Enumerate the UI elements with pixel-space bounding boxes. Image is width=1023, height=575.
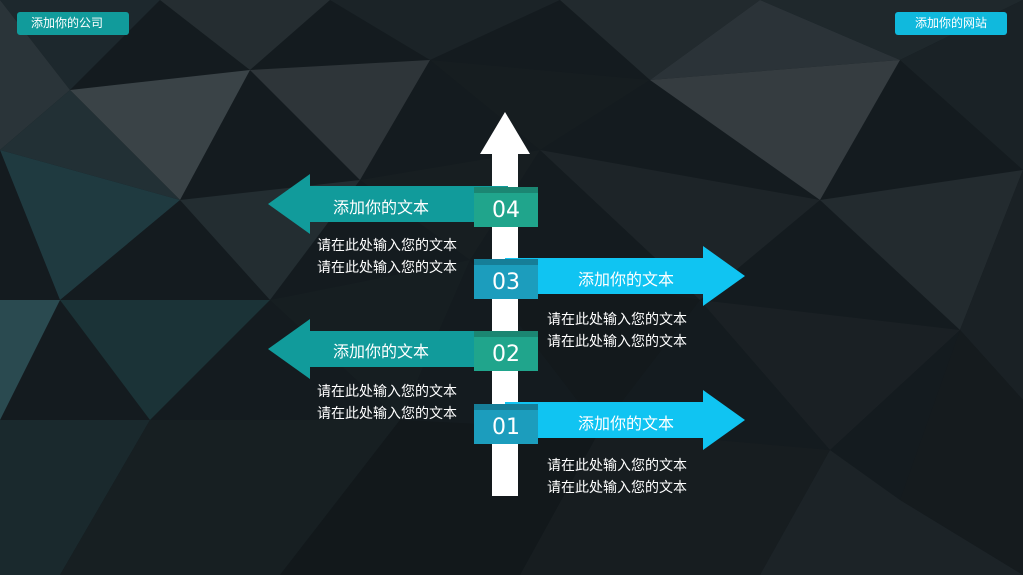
step-03-desc-line-1: 请在此处输入您的文本	[547, 312, 687, 328]
step-01-number-tab	[474, 404, 538, 410]
step-04-desc-line-2: 请在此处输入您的文本	[317, 260, 457, 276]
step-02-title: 添加你的文本	[333, 342, 430, 361]
company-name-tag[interactable]: 添加你的公司	[17, 12, 129, 35]
step-01-arrow	[505, 390, 745, 450]
step-04-number-tab	[474, 187, 538, 193]
step-04-number: 04	[474, 193, 538, 227]
step-03-number-tab	[474, 259, 538, 265]
step-03-desc-line-2: 请在此处输入您的文本	[547, 334, 687, 350]
step-03-number: 03	[474, 265, 538, 299]
step-03-title: 添加你的文本	[578, 270, 675, 289]
step-01-title: 添加你的文本	[578, 414, 675, 433]
step-01-desc-line-2: 请在此处输入您的文本	[547, 480, 687, 496]
step-04-title: 添加你的文本	[333, 198, 430, 217]
step-01-number: 01	[474, 410, 538, 444]
step-02-number: 02	[474, 337, 538, 371]
step-02-number-tab	[474, 331, 538, 337]
step-04-desc-line-1: 请在此处输入您的文本	[317, 238, 457, 254]
step-01-description: 请在此处输入您的文本 请在此处输入您的文本	[547, 455, 687, 499]
step-02-description: 请在此处输入您的文本 请在此处输入您的文本	[317, 381, 457, 425]
step-02-desc-line-1: 请在此处输入您的文本	[317, 384, 457, 400]
step-04-description: 请在此处输入您的文本 请在此处输入您的文本	[317, 235, 457, 279]
step-01-desc-line-1: 请在此处输入您的文本	[547, 458, 687, 474]
step-02-arrow	[268, 319, 508, 379]
step-03-description: 请在此处输入您的文本 请在此处输入您的文本	[547, 309, 687, 353]
step-02-desc-line-2: 请在此处输入您的文本	[317, 406, 457, 422]
step-03-arrow	[505, 246, 745, 306]
arrow-up-icon	[480, 112, 530, 154]
step-04-arrow	[268, 174, 508, 234]
website-tag[interactable]: 添加你的网站	[895, 12, 1007, 35]
